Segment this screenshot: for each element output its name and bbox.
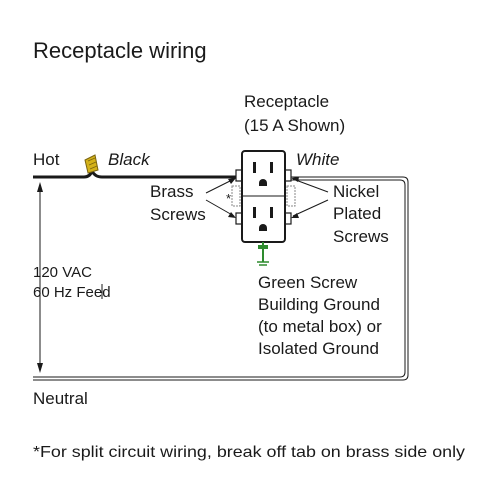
ground-label-line3: (to metal box) or	[258, 317, 382, 336]
feed-dimension-arrow	[37, 182, 43, 373]
nickel-screws-arrows	[291, 177, 329, 218]
hot-label: Hot	[33, 150, 60, 169]
feed-frequency-label: 60 Hz Feed	[33, 284, 111, 301]
receptacle-icon	[231, 150, 296, 243]
split-circuit-asterisk: *	[226, 191, 231, 206]
brass-screws-arrows	[205, 178, 236, 218]
ground-label-line1: Green Screw	[258, 273, 358, 292]
receptacle-subtitle: (15 A Shown)	[244, 116, 345, 135]
footnote: *For split circuit wiring, break off tab…	[33, 444, 465, 461]
wire-nut-icon	[84, 154, 99, 174]
brass-screws-label-line1: Brass	[150, 182, 193, 201]
nickel-screws-label-line1: Nickel	[333, 182, 379, 201]
ground-label-line2: Building Ground	[258, 295, 380, 314]
feed-voltage-label: 120 VAC	[33, 264, 92, 281]
black-wire-label: Black	[108, 150, 151, 169]
diagram-title: Receptacle wiring	[33, 38, 207, 63]
hot-wire	[33, 167, 258, 179]
nickel-screws-label-line2: Plated	[333, 204, 381, 223]
ground-screw-icon	[257, 242, 269, 266]
neutral-label: Neutral	[33, 389, 88, 408]
neutral-wire	[33, 176, 409, 381]
receptacle-label: Receptacle	[244, 92, 329, 111]
nickel-screws-label-line3: Screws	[333, 227, 389, 246]
white-wire-label: White	[296, 150, 339, 169]
ground-label-line4: Isolated Ground	[258, 339, 379, 358]
brass-screws-label-line2: Screws	[150, 205, 206, 224]
